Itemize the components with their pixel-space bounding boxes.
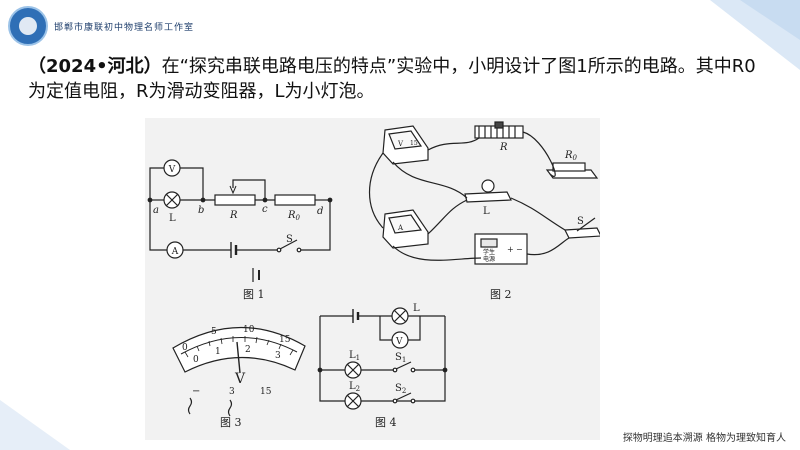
studio-logo (8, 6, 48, 46)
fig4-label-l2: L2 (349, 381, 360, 393)
fig3-scale-bottom-0: 0 (193, 355, 199, 365)
footer-slogan: 探物明理追本溯源 格物为理致知育人 (622, 433, 786, 444)
switch-device-icon (564, 227, 602, 239)
fig3-terminal-15: 15 (260, 387, 272, 397)
fig4-label-v: V (395, 337, 403, 347)
fig1-label-a: A (171, 247, 179, 257)
voltmeter-device-icon (388, 130, 423, 150)
voltmeter-dial-icon (172, 326, 306, 373)
fig4-label-s1: S1 (395, 352, 406, 364)
voltmeter-needle (236, 341, 241, 374)
header-title: 邯郸市康联初中物理名师工作室 (54, 22, 195, 33)
switch-icon (279, 239, 298, 250)
terminal-3-icon (227, 399, 233, 417)
rheostat-icon (214, 194, 256, 206)
figure-svg: V A a b c d L R R0 S 图 1 (147, 121, 602, 429)
fig3-scale-top-15: 15 (279, 335, 291, 345)
fig3-scale-top-10: 10 (243, 325, 255, 335)
fig3-scale-top-5: 5 (211, 327, 217, 337)
fig1-label-c-node: c (262, 204, 268, 215)
terminal-neg-icon (187, 397, 193, 415)
fig1-label-l: L (169, 213, 176, 224)
fig3-unit: V (234, 371, 246, 387)
ammeter-device-icon (388, 214, 423, 234)
fig2-label-15: 15 (410, 140, 418, 147)
header: 邯郸市康联初中物理名师工作室 (8, 6, 194, 46)
fig4-switch1-icon (395, 361, 412, 370)
figure-3-voltmeter-dial (172, 326, 306, 417)
fig4-switch2-icon (395, 392, 412, 401)
fig1-label-b-node: b (198, 205, 204, 216)
corner-decoration (710, 0, 800, 70)
fig1-label-r0: R0 (287, 210, 301, 222)
figure-panel: V A a b c d L R R0 S 图 1 (145, 118, 602, 440)
fig4-label-l: L (413, 303, 420, 314)
question-source: （2024•河北） (28, 56, 162, 77)
fig1-caption: 图 1 (243, 288, 265, 301)
fig3-scale-bottom-2: 2 (245, 345, 251, 355)
fig2-label-v: V (397, 140, 404, 148)
fig1-label-v: V (168, 165, 176, 175)
fig2-label-r: R (499, 142, 508, 153)
question-body: 在“探究串联电路电压的特点”实验中，小明设计了图1所示的电路。其中R0为定值电阻… (28, 56, 756, 102)
fig4-label-l1: L1 (349, 350, 360, 362)
fig1-label-d-node: d (317, 206, 323, 217)
fig3-scale-top-0: 0 (182, 343, 188, 353)
fig4-caption: 图 4 (375, 416, 397, 429)
fig2-label-a: A (397, 224, 404, 232)
fig2-caption: 图 2 (490, 288, 512, 301)
fig1-label-a-node: a (153, 205, 159, 216)
fig3-scale-bottom-3: 3 (275, 351, 281, 361)
fig3-terminal-neg: − (192, 386, 200, 397)
fig2-label-minus: − (516, 245, 523, 254)
fig2-label-supply-1: 学生 (483, 248, 495, 256)
fig2-label-s: S (577, 216, 584, 227)
fig2-label-r0: R0 (564, 150, 578, 162)
fig1-label-s: S (286, 234, 293, 245)
fig3-terminal-3: 3 (229, 387, 235, 397)
figure-2-apparatus (368, 121, 602, 265)
bulb-device-icon (481, 179, 495, 193)
fig2-label-l: L (483, 206, 490, 217)
corner-decoration-bottom (0, 400, 70, 450)
figure-4-circuit (317, 307, 448, 410)
fig4-label-s2: S2 (395, 383, 406, 395)
fixed-resistor-icon (274, 194, 316, 206)
r0-device-icon (552, 162, 586, 172)
fig3-scale-bottom-1: 1 (215, 347, 221, 357)
fig1-label-r: R (229, 210, 238, 221)
fig3-caption: 图 3 (220, 416, 242, 429)
fig2-label-supply-2: 电源 (483, 255, 495, 263)
question-text: （2024•河北）在“探究串联电路电压的特点”实验中，小明设计了图1所示的电路。… (28, 54, 768, 104)
figure-1-circuit (147, 159, 333, 282)
fig2-label-plus: + (507, 245, 514, 254)
